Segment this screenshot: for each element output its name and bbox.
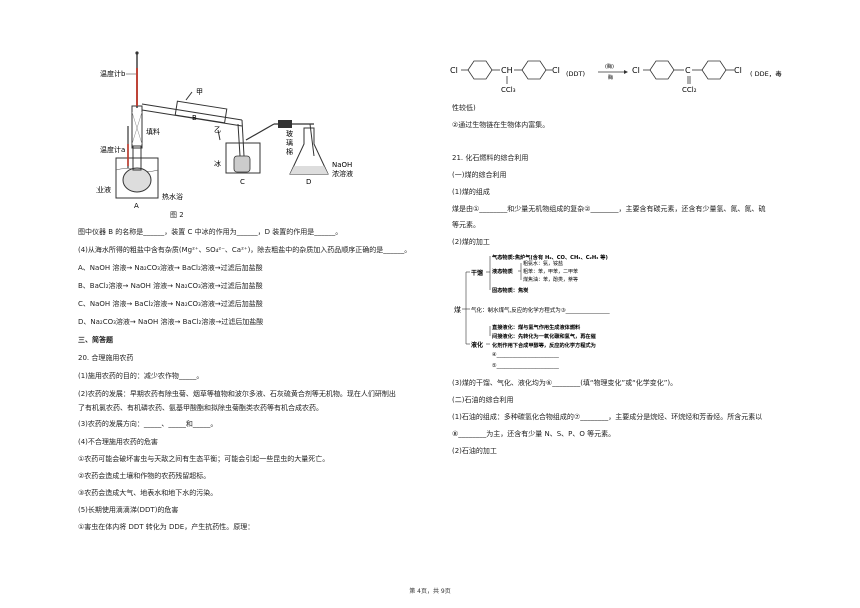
label-industrial: 工业液 [96, 185, 111, 194]
label-naoh: NaOH [332, 161, 352, 169]
right-line-11: ⑧________为主，还含有少量 N、S、P、O 等元素。 [452, 430, 616, 438]
label-filler: 填料 [146, 127, 160, 136]
left-line-16: (5)长期使用滴滴涕(DDT)的危害 [78, 506, 179, 514]
label-glass3: 棉 [286, 147, 293, 156]
svg-text:CCl₃: CCl₃ [501, 86, 516, 94]
svg-text:液态物质: 液态物质 [492, 267, 514, 275]
left-line-2: A、NaOH 溶液→ Na₂CO₃溶液→ BaCl₂溶液→过滤后加盐酸 [78, 264, 263, 272]
right-line-10: (1)石油的组成：多种碳氢化合物组成的⑦________，主要成分是烷烃、环烷烃… [452, 413, 763, 421]
page-footer: 第 4页，共 9页 [409, 588, 451, 595]
dry-distill-label: 干馏 [471, 269, 483, 277]
svg-text:固态物质：焦炭: 固态物质：焦炭 [492, 286, 529, 294]
benzene-ring-3 [649, 60, 675, 80]
svg-text:化剂作用下合成甲醇等，反应的化学方程式为: 化剂作用下合成甲醇等，反应的化学方程式为 [492, 341, 596, 349]
figure-caption: 图 2 [170, 211, 184, 219]
left-line-11: (3)农药的发展方向：_____、_____和_____。 [78, 420, 218, 428]
left-line-3: B、BaCl₂溶液→ NaOH 溶液→ Na₂CO₃溶液→过滤后加盐酸 [78, 282, 263, 290]
svg-text:⑤________________________: ⑤________________________ [492, 363, 559, 369]
svg-text:Cl: Cl [734, 66, 742, 75]
right-line-7: (2)煤的加工 [452, 238, 490, 246]
svg-text:( DDE，毒: ( DDE，毒 [750, 69, 782, 78]
liquefy-label: 液化 [471, 341, 483, 349]
right-line-8: (3)煤的干馏、气化、液化均为⑥________(填“物理变化”或“化学变化”)… [452, 379, 678, 387]
fractionating-column [131, 105, 143, 149]
left-line-8: (1)施用农药的目的：减少农作物_____。 [78, 372, 204, 380]
apparatus-diagram: 温度计b 甲 填料 乙 温度计a B 冰 玻 璃 棉 NaOH 浓溶液 C D … [96, 51, 353, 210]
svg-text:粗苯：苯，甲苯，二甲苯: 粗苯：苯，甲苯，二甲苯 [523, 268, 578, 275]
svg-text:(DDT): (DDT) [566, 70, 585, 78]
section-heading: 三、简答题 [78, 336, 113, 344]
benzene-ring-4 [701, 60, 727, 80]
label-a: A [134, 202, 139, 210]
benzene-ring-2 [521, 60, 547, 80]
label-therm-a: 温度计a [100, 145, 125, 154]
flask-a [122, 167, 152, 193]
label-b: B [192, 114, 197, 122]
left-line-12: (4)不合理施用农药的危害 [78, 438, 158, 446]
left-line-13: ①农药可能会破坏害虫与天敌之间有生态平衡；可能会引起一些昆虫的大量死亡。 [78, 455, 330, 463]
svg-text:CCl₂: CCl₂ [682, 86, 697, 94]
svg-text:Cl: Cl [450, 66, 458, 75]
benzene-ring-1 [467, 60, 493, 80]
label-therm-b: 温度计b [100, 69, 126, 78]
right-line-1: ②通过生物链在生物体内富集。 [452, 121, 550, 129]
svg-text:粗氨水：氨，铵盐: 粗氨水：氨，铵盐 [523, 260, 563, 267]
left-line-10: 了有机氯农药、有机磷农药、氨基甲酸酯和拟除虫菊酯类农药等有机合成农药。 [78, 404, 323, 412]
label-c: C [240, 178, 245, 186]
svg-text:CH: CH [501, 66, 513, 75]
left-line-5: D、Na₂CO₃溶液→ NaOH 溶液→ BaCl₂溶液→过滤后加盐酸 [78, 318, 264, 326]
q21-title: 21. 化石燃料的综合利用 [452, 154, 529, 162]
svg-text:Cl: Cl [632, 66, 640, 75]
svg-text:④________________________: ④________________________ [492, 352, 559, 358]
right-line-3: (一)煤的综合利用 [452, 171, 507, 179]
svg-text:(酶): (酶) [605, 63, 614, 70]
coal-label: 煤 [454, 305, 461, 314]
label-jia: 甲 [196, 88, 203, 96]
left-line-0: 图中仪器 B 的名称是______，装置 C 中冰的作用为______，D 装置… [78, 228, 343, 236]
svg-text:Cl: Cl [552, 66, 560, 75]
q20-title: 20. 合理施用农药 [78, 354, 134, 362]
svg-text:C: C [685, 66, 691, 75]
svg-text:气态物质:焦炉气(含有 H₂、CO、CH₄、C₂H₄ 等): 气态物质:焦炉气(含有 H₂、CO、CH₄、C₂H₄ 等) [491, 253, 608, 261]
svg-text:间接液化：先转化为一氧化碳和氢气，再在催: 间接液化：先转化为一氧化碳和氢气，再在催 [492, 332, 597, 340]
svg-text:酶: 酶 [608, 74, 613, 81]
left-line-15: ③农药会造成大气、地表水和地下水的污染。 [78, 489, 218, 497]
left-line-17: ①害虫在体内将 DDT 转化为 DDE，产生抗药性。原理： [78, 523, 255, 531]
svg-text:直接液化：煤与氢气作用生成液体燃料: 直接液化：煤与氢气作用生成液体燃料 [492, 323, 581, 331]
label-naoh2: 浓溶液 [332, 169, 353, 178]
right-line-4: (1)煤的组成 [452, 188, 490, 196]
left-line-1: (4)从海水所得的粗盐中含有杂质(Mg²⁺、SO₄²⁻、Ca²⁺)，除去粗盐中的… [78, 246, 412, 254]
water-bath-beaker [115, 157, 159, 199]
beaker-c [225, 142, 261, 174]
ddt-reaction: Cl CH CCl₃ Cl (DDT) (酶) 酶 Cl C CCl₂ Cl (… [450, 60, 782, 94]
label-d: D [306, 178, 311, 186]
svg-text:煤焦油：苯，酚类，萘等: 煤焦油：苯，酚类，萘等 [523, 276, 578, 283]
label-ice: 冰 [214, 159, 221, 168]
left-line-4: C、NaOH 溶液→ BaCl₂溶液→ Na₂CO₃溶液→过滤后加盐酸 [78, 300, 263, 308]
label-yi: 乙 [214, 126, 221, 134]
coal-processing-diagram: 煤 干馏 气态物质:焦炉气(含有 H₂、CO、CH₄、C₂H₄ 等) 液态物质 … [454, 253, 610, 369]
right-line-6: 等元素。 [452, 221, 480, 229]
left-line-14: ②农药会造成土壤和作物的农药残留超标。 [78, 472, 211, 480]
right-line-9: (二)石油的综合利用 [452, 396, 514, 404]
label-water-bath: 热水浴 [162, 192, 183, 201]
label-glass2: 璃 [286, 138, 293, 147]
right-line-12: (2)石油的加工 [452, 447, 497, 455]
right-line-0: 性较低) [452, 104, 476, 112]
gasify-line: 气化：制水煤气,反应的化学方程式为③________________ [471, 306, 610, 314]
left-line-9: (2)农药的发展：早期农药有除虫菊、烟草等植物和波尔多液、石灰硫黄合剂等无机物。… [78, 390, 396, 398]
label-glass: 玻 [286, 129, 293, 138]
right-line-5: 煤是由①________和少量无机物组成的复杂②________，主要含有碳元素… [452, 205, 766, 213]
